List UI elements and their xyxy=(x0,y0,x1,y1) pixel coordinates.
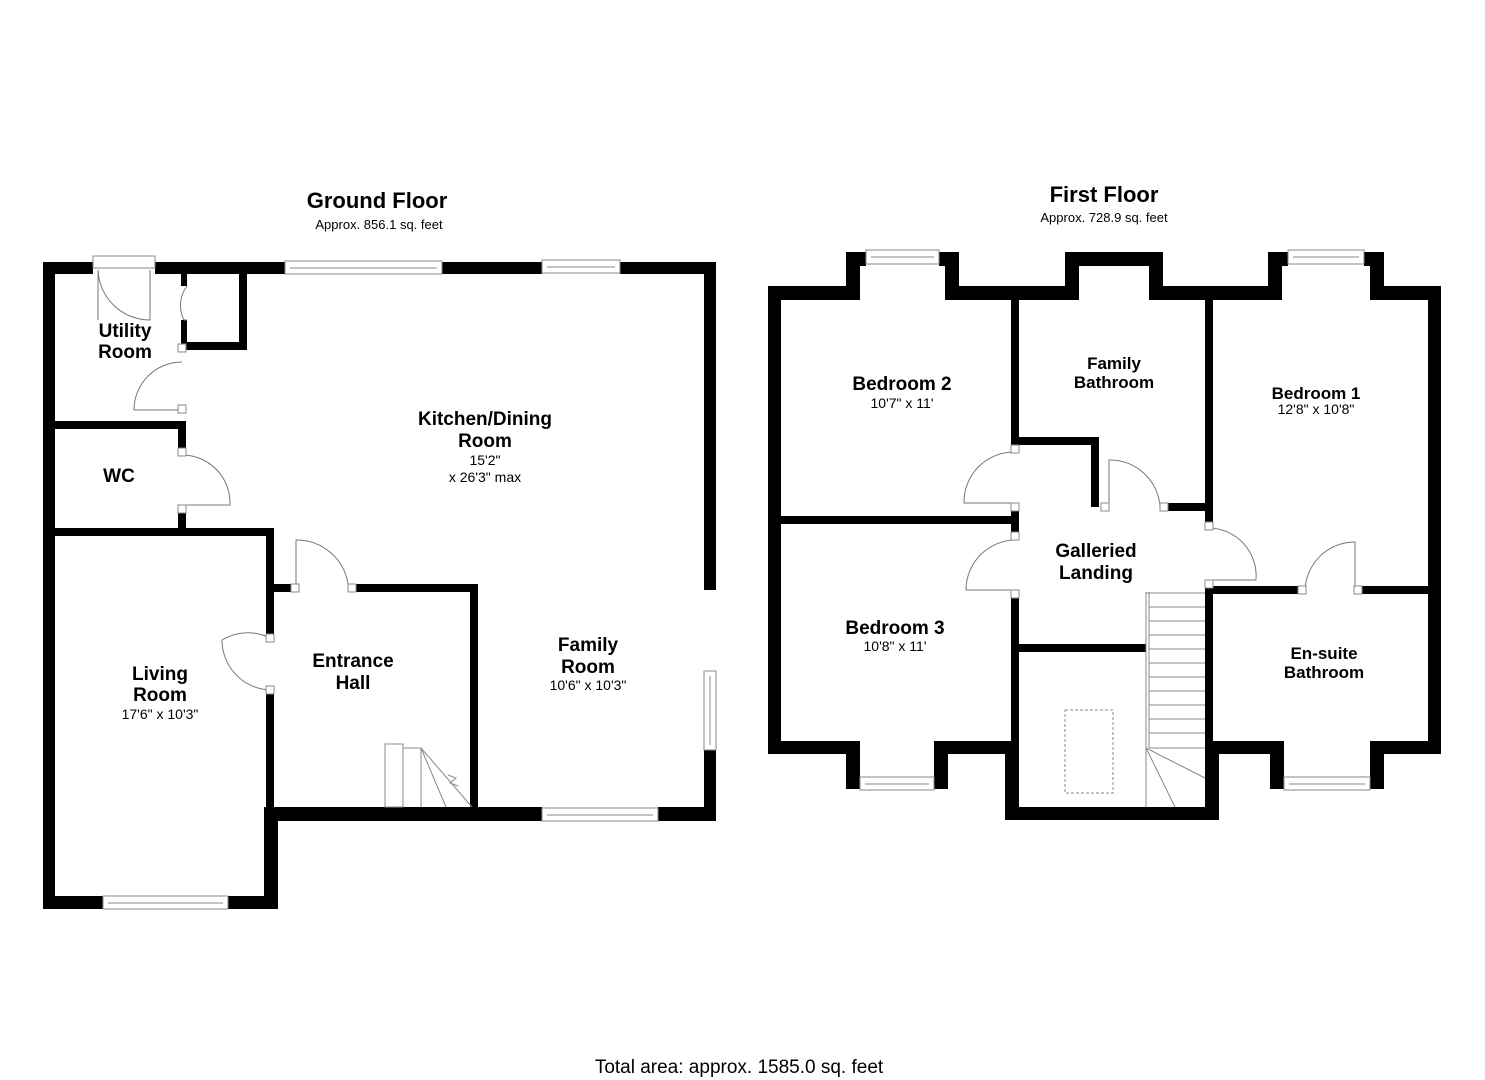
room-name: Family xyxy=(1087,354,1141,373)
room-dimensions: 10'6" x 10'3" xyxy=(550,677,627,693)
room-kitchen-dining: Kitchen/Dining Room 15'2" x 26'3" max xyxy=(418,409,552,485)
room-dimensions: 10'8" x 11' xyxy=(864,638,927,654)
room-name: Hall xyxy=(336,673,371,694)
first-floor-stairs xyxy=(1064,592,1206,808)
room-name: Bathroom xyxy=(1284,663,1364,682)
first-floor-title: First Floor xyxy=(1050,182,1159,207)
room-dimensions: 17'6" x 10'3" xyxy=(122,706,199,722)
ground-floor-windows xyxy=(92,255,717,910)
room-name: Bedroom 2 xyxy=(852,374,951,395)
first-floor-area: Approx. 728.9 sq. feet xyxy=(1040,210,1168,225)
room-name: Room xyxy=(561,657,615,678)
room-dimensions: x 26'3" max xyxy=(449,469,521,485)
room-bedroom-1: Bedroom 1 12'8" x 10'8" xyxy=(1272,384,1361,417)
room-dimensions: 15'2" xyxy=(469,452,500,468)
ground-floor-doors xyxy=(97,269,357,695)
room-en-suite-bathroom: En-suite Bathroom xyxy=(1284,644,1364,682)
room-name: En-suite xyxy=(1290,644,1357,663)
room-wc: WC xyxy=(103,466,135,487)
room-bedroom-3: Bedroom 3 10'8" x 11' xyxy=(845,618,944,654)
first-floor-plan: First Floor Approx. 728.9 sq. feet xyxy=(768,182,1441,820)
room-name: Room xyxy=(98,342,152,363)
room-utility: Utility Room xyxy=(98,321,152,363)
room-name: Living xyxy=(132,664,188,685)
ground-floor-walls xyxy=(43,262,716,909)
room-name: Room xyxy=(458,431,512,452)
room-galleried-landing: Galleried Landing xyxy=(1055,541,1136,584)
ground-floor-plan: Ground Floor Approx. 856.1 sq. feet xyxy=(43,188,717,910)
room-family-bathroom: Family Bathroom xyxy=(1074,354,1154,392)
room-living: Living Room 17'6" x 10'3" xyxy=(122,664,199,722)
room-name: Family xyxy=(558,635,619,656)
ground-floor-stairs xyxy=(384,743,473,808)
room-entrance-hall: Entrance Hall xyxy=(312,651,393,694)
first-floor-walls xyxy=(768,252,1441,820)
room-name: Landing xyxy=(1059,563,1133,584)
loft-hatch xyxy=(1064,709,1114,794)
room-bedroom-2: Bedroom 2 10'7" x 11' xyxy=(852,374,951,411)
first-floor-windows xyxy=(859,249,1371,791)
room-name: Kitchen/Dining xyxy=(418,409,552,430)
room-name: Entrance xyxy=(312,651,393,672)
room-name: Bedroom 3 xyxy=(845,618,944,639)
room-name: Utility xyxy=(99,321,152,342)
room-name: WC xyxy=(103,466,135,487)
first-floor-doors xyxy=(963,444,1363,599)
total-area: Total area: approx. 1585.0 sq. feet xyxy=(595,1057,884,1078)
room-dimensions: 10'7" x 11' xyxy=(871,395,934,411)
room-name: Bedroom 1 xyxy=(1272,384,1361,403)
room-family: Family Room 10'6" x 10'3" xyxy=(550,635,627,693)
room-name: Room xyxy=(133,685,187,706)
ground-floor-title: Ground Floor xyxy=(307,188,448,213)
room-name: Galleried xyxy=(1055,541,1136,562)
ground-floor-area: Approx. 856.1 sq. feet xyxy=(315,217,443,232)
room-dimensions: 12'8" x 10'8" xyxy=(1278,401,1355,417)
room-name: Bathroom xyxy=(1074,373,1154,392)
